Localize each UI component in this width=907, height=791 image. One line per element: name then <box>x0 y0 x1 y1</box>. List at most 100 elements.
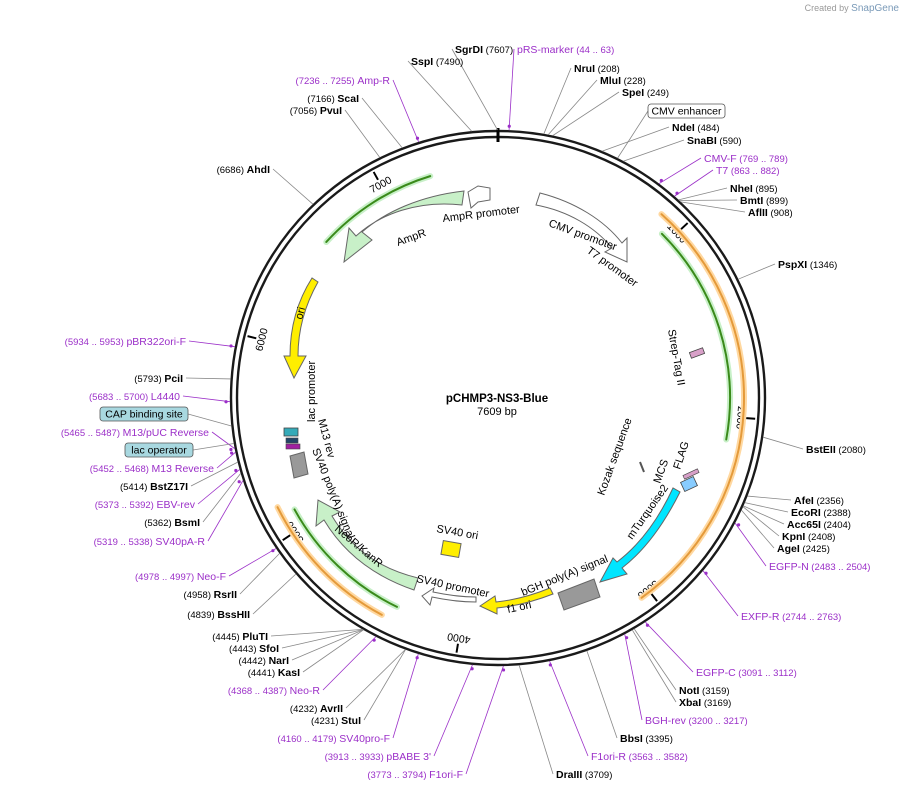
enzyme-leader <box>270 628 363 637</box>
enzyme-label: (4445) PluTI <box>212 631 268 643</box>
primer-site-marker <box>271 549 275 553</box>
enzyme-leader <box>344 109 381 158</box>
enzyme-position: (4441) <box>248 668 278 679</box>
primer-range: (863 .. 882) <box>728 166 779 177</box>
enzyme-name: BbsI <box>620 733 643 745</box>
enzyme-leader <box>547 79 598 136</box>
primer-site-marker <box>234 468 238 473</box>
primer-site-marker <box>224 400 228 404</box>
feature-box <box>647 103 726 119</box>
ampr-label: AmpR <box>395 227 428 249</box>
box-leader <box>187 413 232 427</box>
primer-name: pBR322ori-F <box>126 336 186 348</box>
enzyme-label: (5362) BsmI <box>144 517 200 529</box>
orf-orange-right <box>640 213 745 599</box>
primer-label: (4368 .. 4387) Neo-R <box>228 685 321 697</box>
primer-leader <box>674 169 714 197</box>
primer-leader <box>465 665 504 775</box>
enzyme-name: AfeI <box>794 495 814 507</box>
flag-shape <box>680 475 698 493</box>
ruler-tick <box>650 593 658 602</box>
primer-name: Neo-R <box>290 685 321 697</box>
enzyme-leader <box>602 126 670 152</box>
enzyme-position: (2404) <box>821 520 851 531</box>
enzyme-name: PciI <box>164 373 183 385</box>
enzyme-name: RsrII <box>214 589 237 601</box>
enzyme-label: MluI (228) <box>600 75 646 87</box>
primer-site-marker <box>229 344 233 348</box>
enzyme-name: Acc65I <box>787 519 821 531</box>
primer-leader <box>433 664 473 757</box>
primer-leader <box>207 480 244 542</box>
enzyme-label: AgeI (2425) <box>777 543 830 555</box>
primer-range: (5465 .. 5487) <box>61 428 123 439</box>
enzyme-position: (3395) <box>643 734 673 745</box>
enzyme-name: NruI <box>574 63 595 75</box>
strep-tag-shape <box>688 347 706 359</box>
enzyme-name: SspI <box>411 56 433 68</box>
enzyme-label: (4441) KasI <box>248 667 300 679</box>
primer-site-marker <box>229 447 233 452</box>
enzyme-position: (228) <box>621 76 646 87</box>
primer-label: F1ori-R (3563 .. 3582) <box>591 751 688 763</box>
box-leader <box>192 443 234 451</box>
enzyme-name: AgeI <box>777 543 800 555</box>
primer-range: (4978 .. 4997) <box>135 572 197 583</box>
primer-name: L4440 <box>151 391 180 403</box>
enzyme-label: SspI (7490) <box>411 56 463 68</box>
primer-label: (4160 .. 4179) SV40pro-F <box>277 733 390 745</box>
enzyme-label: NruI (208) <box>574 63 620 75</box>
enzyme-label: (4442) NarI <box>238 655 289 667</box>
enzyme-leader <box>451 48 498 131</box>
primer-label: (5319 .. 5338) SV40pA-R <box>94 536 206 548</box>
primer-range: (3913 .. 3933) <box>325 752 387 763</box>
enzyme-label: DraIII (3709) <box>556 769 612 781</box>
primer-site-marker <box>645 623 650 627</box>
primer-leader <box>508 48 515 131</box>
plasmid-length: 7609 bp <box>477 406 517 418</box>
primer-name: CMV-F <box>704 153 737 165</box>
enzyme-leader <box>252 573 297 615</box>
lac-promoter-label: lac promoter <box>306 361 318 422</box>
enzyme-label: NotI (3159) <box>679 685 730 697</box>
primer-label: CMV-F (769 .. 789) <box>704 153 788 165</box>
sv40-ori-shape <box>440 539 462 559</box>
feature-box-label: lac operator <box>131 445 187 457</box>
enzyme-position: (4839) <box>187 610 217 621</box>
primer-leader <box>197 469 240 505</box>
ruler-tick <box>247 335 257 340</box>
enzyme-name: BstEII <box>806 444 836 456</box>
enzyme-position: (590) <box>717 136 742 147</box>
ori-label: ori <box>293 306 308 321</box>
enzyme-label: BmtI (899) <box>740 195 788 207</box>
enzyme-label: SnaBI (590) <box>687 135 742 147</box>
enzyme-leader <box>281 629 364 649</box>
lac-operator-shape <box>285 437 299 444</box>
primer-leader <box>624 634 643 721</box>
enzyme-position: (2388) <box>821 508 851 519</box>
primer-site-marker <box>501 668 506 672</box>
enzyme-name: BmtI <box>740 195 763 207</box>
primer-range: (5934 .. 5953) <box>65 337 127 348</box>
primer-range: (5452 .. 5468) <box>90 464 152 475</box>
primer-label: BGH-rev (3200 .. 3217) <box>645 715 748 727</box>
enzyme-leader <box>543 67 572 135</box>
enzyme-name: PspXI <box>778 259 807 271</box>
enzyme-leader <box>743 505 785 525</box>
primer-name: SV40pA-R <box>155 536 205 548</box>
enzyme-leader <box>623 139 685 162</box>
enzyme-name: AvrII <box>320 703 343 715</box>
primer-name: M13 Reverse <box>152 463 215 475</box>
enzyme-leader <box>407 60 473 132</box>
enzyme-name: StuI <box>341 715 361 727</box>
enzyme-position: (2408) <box>805 532 835 543</box>
primer-name: T7 <box>716 165 728 177</box>
primer-range: (5373 .. 5392) <box>95 500 157 511</box>
enzyme-label: AfeI (2356) <box>794 495 844 507</box>
feature-box-label: CMV enhancer <box>651 106 722 118</box>
primer-label: EXFP-R (2744 .. 2763) <box>741 611 841 623</box>
enzyme-label: (7166) ScaI <box>307 93 359 105</box>
enzyme-leader <box>302 629 364 673</box>
enzyme-position: (2425) <box>800 544 830 555</box>
orf-neo-green <box>293 508 398 608</box>
